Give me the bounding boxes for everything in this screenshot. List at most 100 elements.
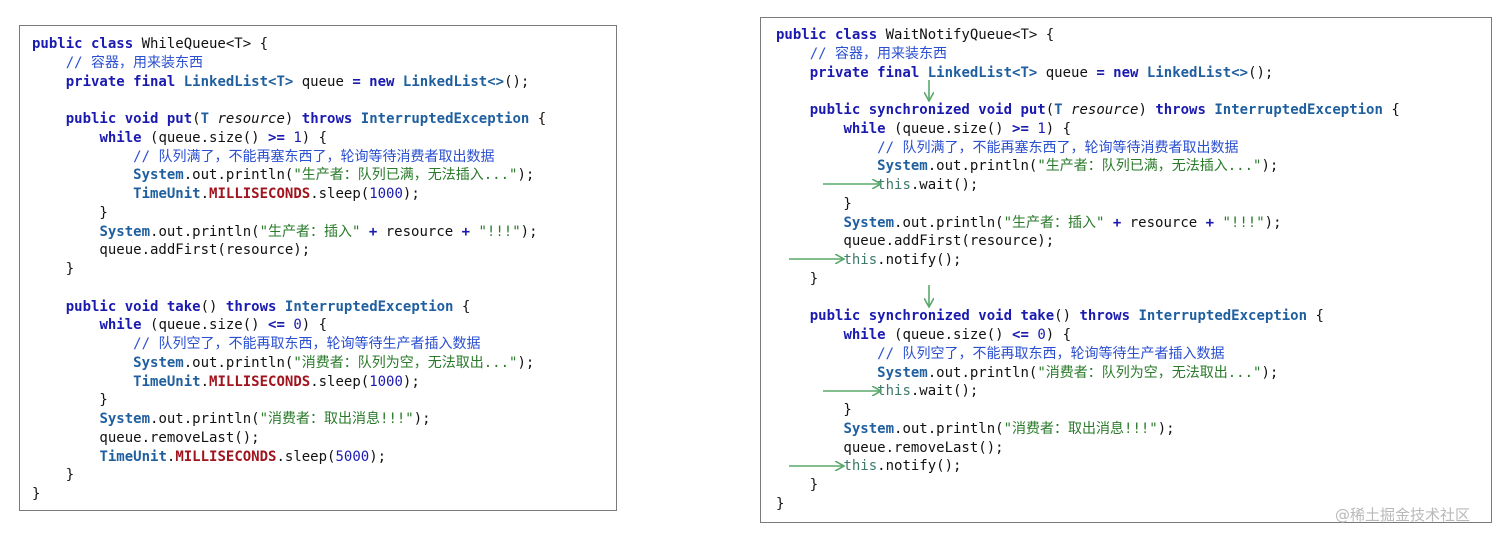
code-line: System.out.println("生产者：队列已满，无法插入..."); bbox=[776, 157, 1400, 176]
code-token: (); bbox=[1248, 64, 1274, 81]
code-token: } bbox=[776, 195, 852, 212]
code-line: this.notify(); bbox=[776, 457, 1400, 476]
code-token: + bbox=[1112, 214, 1122, 231]
code-line: queue.addFirst(resource); bbox=[32, 241, 546, 260]
code-token: "生产者：插入" bbox=[1003, 214, 1105, 231]
code-line: } bbox=[32, 204, 546, 223]
code-token: T bbox=[1054, 102, 1072, 118]
code-token: } bbox=[776, 477, 819, 493]
code-token: "消费者：取出消息!!!" bbox=[259, 411, 414, 427]
code-line: System.out.println("消费者：队列为空，无法取出..."); bbox=[32, 354, 546, 373]
code-line: // 容器，用来装东西 bbox=[776, 45, 1400, 64]
code-token: InterruptedException bbox=[360, 111, 530, 127]
code-line: System.out.println("生产者：插入" + resource +… bbox=[32, 223, 546, 242]
code-token: 5000 bbox=[335, 448, 370, 465]
code-line: // 队列满了，不能再塞东西了，轮询等待消费者取出数据 bbox=[776, 139, 1400, 158]
code-token: } bbox=[776, 495, 785, 512]
code-token: .wait(); bbox=[910, 383, 979, 400]
code-token: } bbox=[32, 467, 75, 484]
code-token: ) bbox=[1138, 102, 1156, 118]
code-token: resource bbox=[217, 111, 285, 127]
code-token: WaitNotifyQueue<T> { bbox=[885, 27, 1055, 43]
code-token: // 队列满了，不能再塞东西了，轮询等待消费者取出数据 bbox=[877, 139, 1239, 156]
code-token: ) { bbox=[1045, 120, 1072, 137]
code-token: public void bbox=[65, 111, 167, 127]
code-line: } bbox=[776, 401, 1400, 420]
code-token: while bbox=[843, 327, 895, 343]
code-line: System.out.println("生产者：插入" + resource +… bbox=[776, 214, 1400, 233]
code-line: public class WaitNotifyQueue<T> { bbox=[776, 26, 1400, 45]
code-line: private final LinkedList<T> queue = new … bbox=[32, 73, 546, 92]
code-token: public void bbox=[65, 298, 167, 315]
code-token: WhileQueue<T> { bbox=[141, 36, 269, 52]
code-line: public void put(T resource) throws Inter… bbox=[32, 110, 547, 129]
code-token: public class bbox=[776, 27, 886, 43]
code-token: () bbox=[200, 298, 226, 315]
code-line: // 队列满了，不能再塞东西了，轮询等待消费者取出数据 bbox=[32, 148, 546, 167]
code-token: TimeUnit bbox=[133, 373, 201, 390]
code-line: TimeUnit.MILLISECONDS.sleep(5000); bbox=[32, 448, 546, 467]
code-token: System bbox=[133, 167, 184, 184]
code-line: // 队列空了，不能再取东西，轮询等待生产者插入数据 bbox=[32, 335, 546, 354]
code-token: + bbox=[461, 223, 471, 240]
code-token: >= bbox=[268, 129, 294, 146]
code-line: while (queue.size() >= 1) { bbox=[32, 129, 546, 148]
code-token: InterruptedException bbox=[284, 298, 454, 315]
code-token: } bbox=[776, 270, 819, 287]
code-token: queue.removeLast(); bbox=[32, 429, 260, 446]
code-token: .out.println( bbox=[183, 354, 294, 371]
code-token: ); bbox=[1261, 364, 1279, 381]
while-queue-code: public class WhileQueue<T> { // 容器，用来装东西… bbox=[32, 35, 546, 504]
code-token: <= bbox=[268, 317, 294, 334]
code-token: "消费者：取出消息!!!" bbox=[1003, 420, 1158, 437]
code-token: } bbox=[776, 402, 852, 418]
code-line: public class WhileQueue<T> { bbox=[32, 35, 546, 54]
code-token: .out.println( bbox=[150, 411, 260, 427]
code-line: queue.addFirst(resource); bbox=[776, 232, 1400, 251]
code-token: LinkedList<T> bbox=[927, 64, 1046, 81]
code-token: // 队列空了，不能再取东西，轮询等待生产者插入数据 bbox=[877, 345, 1225, 362]
code-line: } bbox=[32, 485, 546, 504]
code-token: ); bbox=[1157, 420, 1175, 437]
code-token: . bbox=[200, 373, 210, 390]
code-token: queue bbox=[301, 73, 353, 90]
code-line: } bbox=[776, 195, 1400, 214]
code-token: ) bbox=[284, 111, 302, 127]
code-token: ); bbox=[520, 223, 538, 240]
code-token: private final bbox=[65, 73, 184, 90]
code-line: TimeUnit.MILLISECONDS.sleep(1000); bbox=[32, 373, 546, 392]
code-token: while bbox=[843, 120, 895, 137]
code-line: } bbox=[776, 270, 1400, 289]
code-token: MILLISECONDS bbox=[209, 186, 311, 202]
code-token: ); bbox=[1264, 214, 1282, 231]
code-line: while (queue.size() <= 0) { bbox=[32, 316, 546, 335]
code-token: "!!!" bbox=[1222, 214, 1265, 231]
code-token: System bbox=[877, 158, 928, 175]
code-token: ); bbox=[1261, 158, 1279, 175]
code-token: queue.removeLast(); bbox=[776, 439, 1004, 456]
code-token: (queue.size() bbox=[150, 129, 269, 146]
code-token: public class bbox=[32, 36, 142, 52]
code-token: .notify(); bbox=[877, 252, 962, 268]
code-token: while bbox=[99, 317, 151, 334]
code-token: "消费者：队列为空，无法取出..." bbox=[1037, 364, 1262, 381]
code-token: } bbox=[32, 261, 75, 277]
code-token: queue bbox=[1045, 64, 1097, 81]
code-token: resource bbox=[377, 223, 462, 240]
code-token: (); bbox=[504, 73, 530, 90]
code-line: public void take() throws InterruptedExc… bbox=[32, 298, 546, 317]
code-line: System.out.println("消费者：取出消息!!!"); bbox=[32, 410, 546, 429]
wait-notify-queue-code: public class WaitNotifyQueue<T> { // 容器，… bbox=[776, 26, 1400, 514]
code-token: this bbox=[877, 177, 911, 193]
code-token: ) { bbox=[301, 317, 328, 334]
code-token: take bbox=[166, 298, 201, 315]
code-token: LinkedList<> bbox=[1146, 64, 1249, 81]
code-line: public synchronized void put(T resource)… bbox=[776, 101, 1400, 120]
code-token: throws bbox=[225, 298, 285, 315]
code-line: while (queue.size() >= 1) { bbox=[776, 120, 1400, 139]
code-token: .sleep( bbox=[276, 448, 336, 465]
code-token: { bbox=[1382, 102, 1400, 118]
code-line: } bbox=[776, 495, 1400, 514]
code-token: queue.addFirst(resource); bbox=[776, 233, 1055, 250]
code-token: TimeUnit bbox=[133, 186, 201, 202]
